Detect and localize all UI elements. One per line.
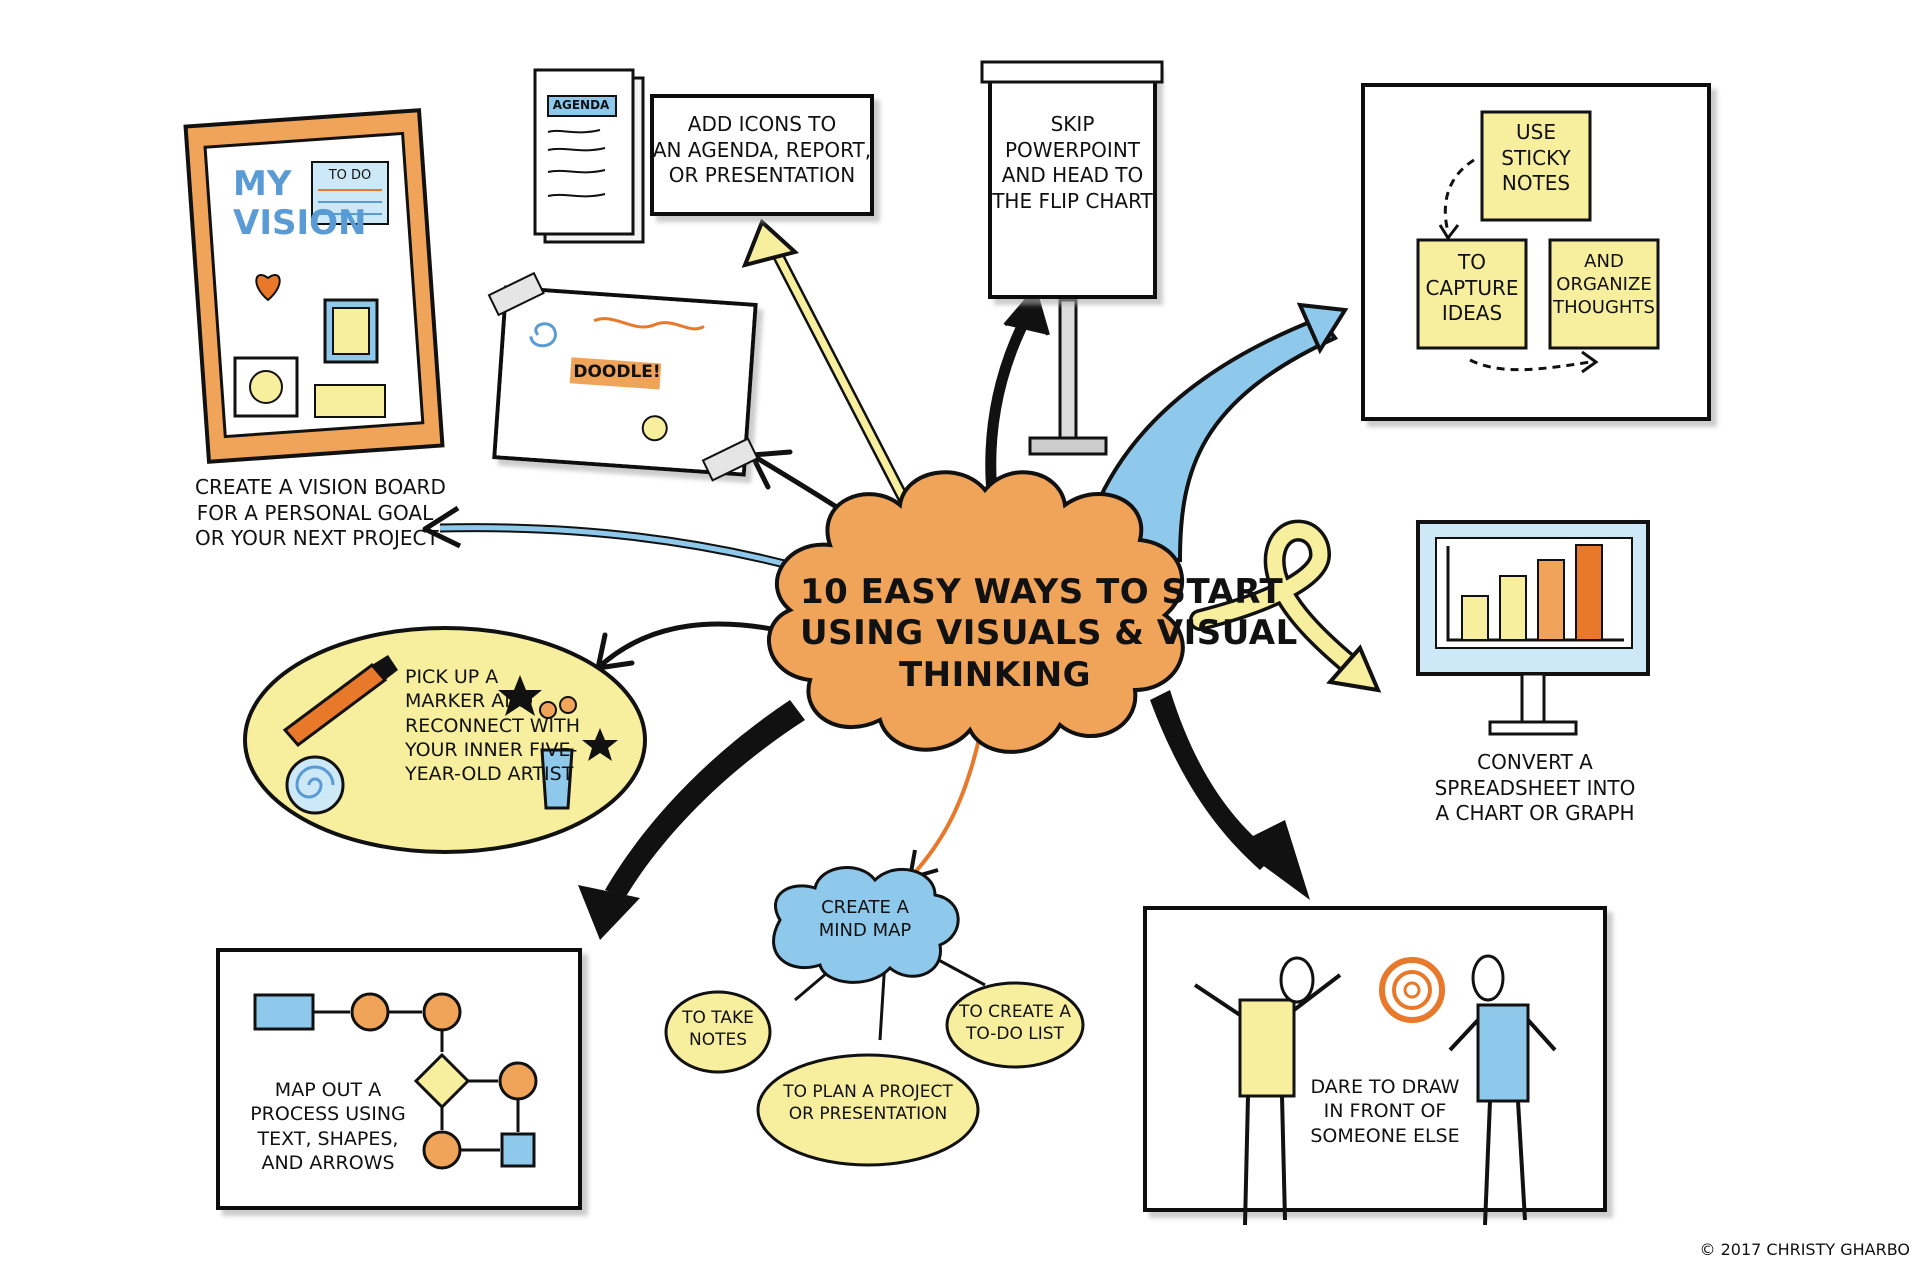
draw-caption: DARE TO DRAW IN FRONT OF SOMEONE ELSE: [1310, 1076, 1460, 1147]
sticky-note-1: USE STICKY NOTES: [1501, 120, 1571, 196]
mind-map-center-label: CREATE A MIND MAP: [818, 897, 912, 942]
chart-monitor: [1416, 520, 1650, 736]
mind-map-branch-todo: TO CREATE A TO-DO LIST: [958, 1002, 1072, 1044]
vision-board-title: MY VISION: [233, 164, 367, 244]
copyright: © 2017 CHRISTY GHARBO: [1699, 1240, 1911, 1259]
marker-bubble: [243, 626, 647, 854]
arrow-to-mind-map: [908, 734, 982, 880]
arrow-to-draw: [1150, 690, 1275, 870]
sticky-note-3: AND ORGANIZE THOUGHTS: [1553, 251, 1655, 319]
sticky-note-2: TO CAPTURE IDEAS: [1425, 250, 1519, 326]
mind-map-branch-notes: TO TAKE NOTES: [682, 1008, 754, 1050]
sticky-notes-board: [1361, 83, 1711, 421]
chart-caption: CONVERT A SPREADSHEET INTO A CHART OR GR…: [1434, 750, 1636, 826]
doodle-board: [487, 271, 759, 482]
agenda-doc-label: AGENDA: [552, 98, 610, 112]
vision-board-caption: CREATE A VISION BOARD FOR A PERSONAL GOA…: [195, 475, 446, 551]
agenda-document: [533, 68, 874, 244]
arrow-to-process: [605, 700, 805, 898]
mind-map-branch-plan: TO PLAN A PROJECT OR PRESENTATION: [783, 1082, 953, 1124]
process-caption: MAP OUT A PROCESS USING TEXT, SHAPES, AN…: [250, 1079, 406, 1174]
flip-chart: [980, 60, 1164, 456]
main-title: 10 EASY WAYS TO START USING VISUALS & VI…: [800, 572, 1298, 695]
draw-board: [1143, 906, 1607, 1226]
doodle-label: DOODLE!: [573, 362, 661, 382]
todo-note-label: To Do: [328, 168, 372, 183]
process-board: [216, 948, 582, 1210]
mind-map-group: [664, 866, 1085, 1167]
marker-caption: PICK UP A MARKER AND RECONNECT WITH YOUR…: [405, 666, 581, 786]
center-cloud: [766, 470, 1185, 754]
vision-board: [183, 108, 445, 464]
agenda-caption: ADD ICONS TO AN AGENDA, REPORT, OR PRESE…: [652, 112, 872, 188]
flip-chart-caption: SKIP POWERPOINT AND HEAD TO THE FLIP CHA…: [992, 112, 1153, 213]
